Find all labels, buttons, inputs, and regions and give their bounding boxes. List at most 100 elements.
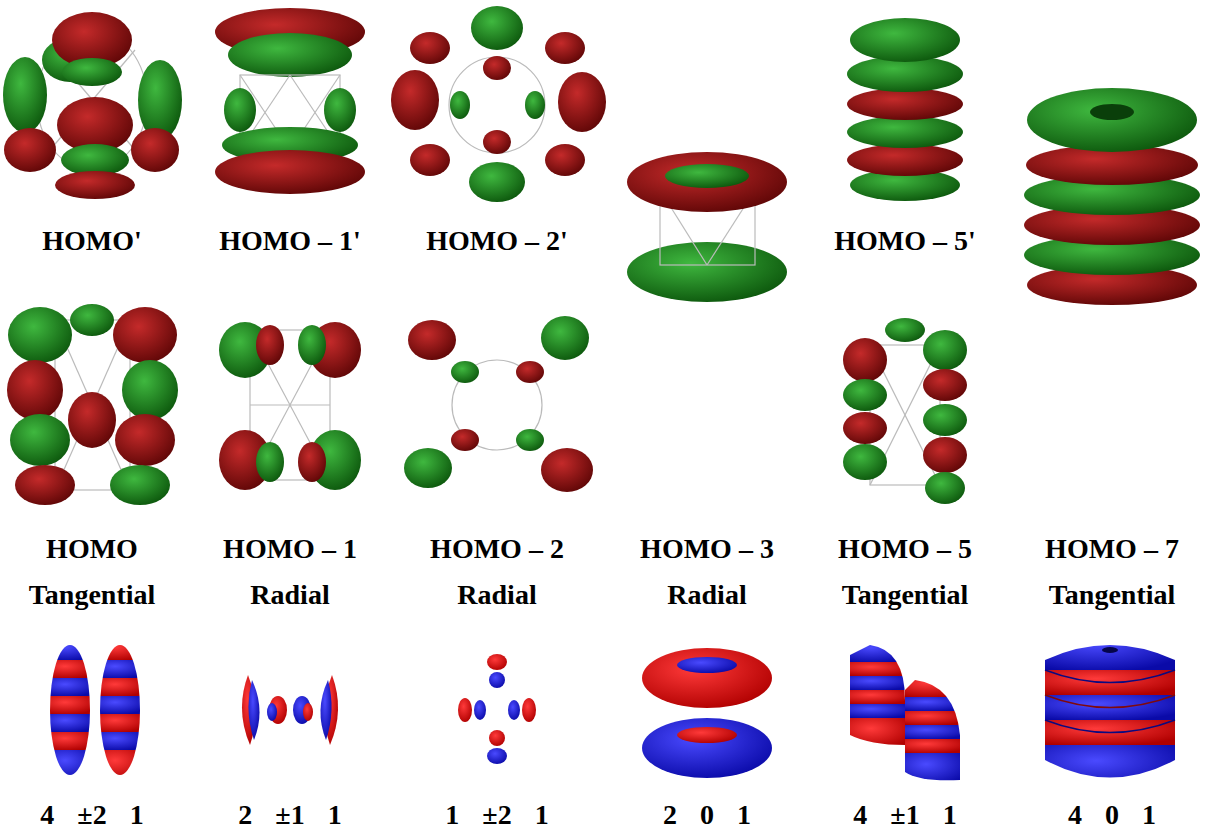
orbital-label: HOMO: [46, 534, 138, 565]
orbital-lobe: [45, 678, 95, 696]
orbital-lobe: [1045, 720, 1175, 733]
orbital-lobe: [3, 57, 47, 133]
orbital-lobe: [324, 88, 356, 132]
orbital-homo-5: [843, 318, 967, 504]
orbital-lobe: [1045, 695, 1175, 708]
orbital-lobe: [923, 404, 967, 436]
orbital-type-label: Radial: [250, 580, 329, 611]
orbital-homo: [7, 304, 178, 505]
orbital-lobe: [925, 472, 965, 504]
orbital-lobe: [1040, 630, 1180, 790]
orbital-lobe: [320, 680, 331, 740]
orbital-lobe: [110, 465, 170, 505]
orbital-lobe: [923, 437, 967, 473]
orbital-lobe: [923, 330, 967, 370]
orbital-lobe: [845, 662, 910, 676]
orbital-lobe: [847, 144, 963, 176]
orbital-lobe: [845, 676, 910, 690]
orbital-homo-1: [219, 322, 361, 490]
orbital-lobe: [298, 442, 326, 482]
orbital-type-label: Tangential: [29, 580, 156, 611]
model-orbital-4-0-1: [1040, 630, 1180, 790]
orbital-lobe: [45, 714, 95, 732]
orbital-lobe: [451, 429, 479, 451]
model-orbital-2-0-1: [642, 648, 772, 778]
orbital-lobe: [298, 325, 326, 365]
orbital-lobe: [410, 144, 450, 176]
orbital-lobe: [522, 698, 536, 722]
orbital-lobe: [900, 753, 965, 785]
orbital-lobe: [95, 696, 145, 714]
orbital-lobe: [95, 660, 145, 678]
model-orbital-4-1-1: [845, 640, 965, 785]
orbital-label: HOMO – 7: [1045, 534, 1179, 565]
orbital-label: HOMO – 5: [838, 534, 972, 565]
orbital-lobe: [1040, 745, 1180, 790]
orbital-type-label: Tangential: [842, 580, 969, 611]
orbital-lobe: [224, 88, 256, 132]
orbital-lobe: [843, 338, 887, 382]
orbital-homo-2: [404, 316, 593, 492]
orbital-lobe: [70, 304, 114, 336]
orbital-lobe: [516, 361, 544, 383]
quantum-numbers: 2 0 1: [663, 800, 751, 831]
model-orbital-4-2-1: [45, 640, 145, 780]
orbital-lobe: [45, 696, 95, 714]
orbital-lobe: [558, 72, 606, 132]
orbital-lobe: [483, 130, 511, 154]
orbital-lobe: [55, 171, 135, 199]
orbital-lobe: [95, 678, 145, 696]
orbital-lobe: [228, 33, 352, 77]
orbital-lobe: [1027, 88, 1197, 152]
orbital-lobe: [850, 18, 960, 62]
orbital-lobe: [113, 307, 177, 363]
orbital-lobe: [489, 730, 505, 746]
orbital-label: HOMO – 5': [834, 226, 976, 257]
quantum-numbers: 4 ±2 1: [40, 800, 143, 831]
orbital-label: HOMO': [42, 226, 142, 257]
orbital-lobe: [545, 32, 585, 64]
orbital-lobe: [15, 465, 75, 505]
orbital-lobe: [900, 675, 965, 697]
orbital-lobe: [923, 369, 967, 401]
orbital-type-label: Radial: [457, 580, 536, 611]
orbital-lobe: [95, 732, 145, 750]
orbital-lobe: [45, 640, 95, 780]
orbital-lobe: [541, 316, 589, 360]
orbital-label: HOMO – 1': [219, 226, 361, 257]
orbital-lobe: [845, 690, 910, 704]
orbital-lobe: [900, 739, 965, 753]
orbital-lobe: [95, 714, 145, 732]
orbital-lobe: [1090, 104, 1134, 120]
model-orbital-1-2-1: [458, 654, 536, 764]
orbital-lobe: [847, 88, 963, 120]
orbital-lobe: [469, 162, 525, 202]
orbital-lobe: [256, 442, 284, 482]
orbital-lobe: [1102, 647, 1118, 653]
orbital-lobe: [1040, 630, 1180, 670]
orbital-lobe: [516, 429, 544, 451]
orbital-lobe: [451, 361, 479, 383]
orbital-label: HOMO – 2: [430, 534, 564, 565]
orbital-lobe: [45, 640, 95, 660]
orbital-lobe: [845, 718, 910, 748]
quantum-numbers: 1 ±2 1: [445, 800, 548, 831]
orbital-lobe: [215, 150, 365, 194]
model-orbital-2-1-1: [242, 675, 338, 745]
orbital-lobe: [450, 91, 470, 119]
orbital-lobe: [677, 657, 737, 673]
orbital-lobe: [487, 654, 507, 670]
orbital-lobe: [1040, 695, 1180, 720]
orbital-homo-7-prime: [1024, 88, 1200, 305]
orbital-lobe: [847, 116, 963, 148]
orbital-lobe: [256, 325, 284, 365]
orbital-lobe: [900, 675, 965, 785]
orbital-lobe: [843, 444, 887, 480]
orbital-lobe: [7, 360, 63, 420]
orbital-lobe: [62, 58, 122, 86]
quantum-numbers: 4 ±1 1: [853, 800, 956, 831]
orbital-lobe: [843, 412, 887, 444]
orbital-lobe: [1040, 670, 1180, 695]
orbital-lobe: [45, 660, 95, 678]
orbital-lobe: [68, 392, 116, 448]
